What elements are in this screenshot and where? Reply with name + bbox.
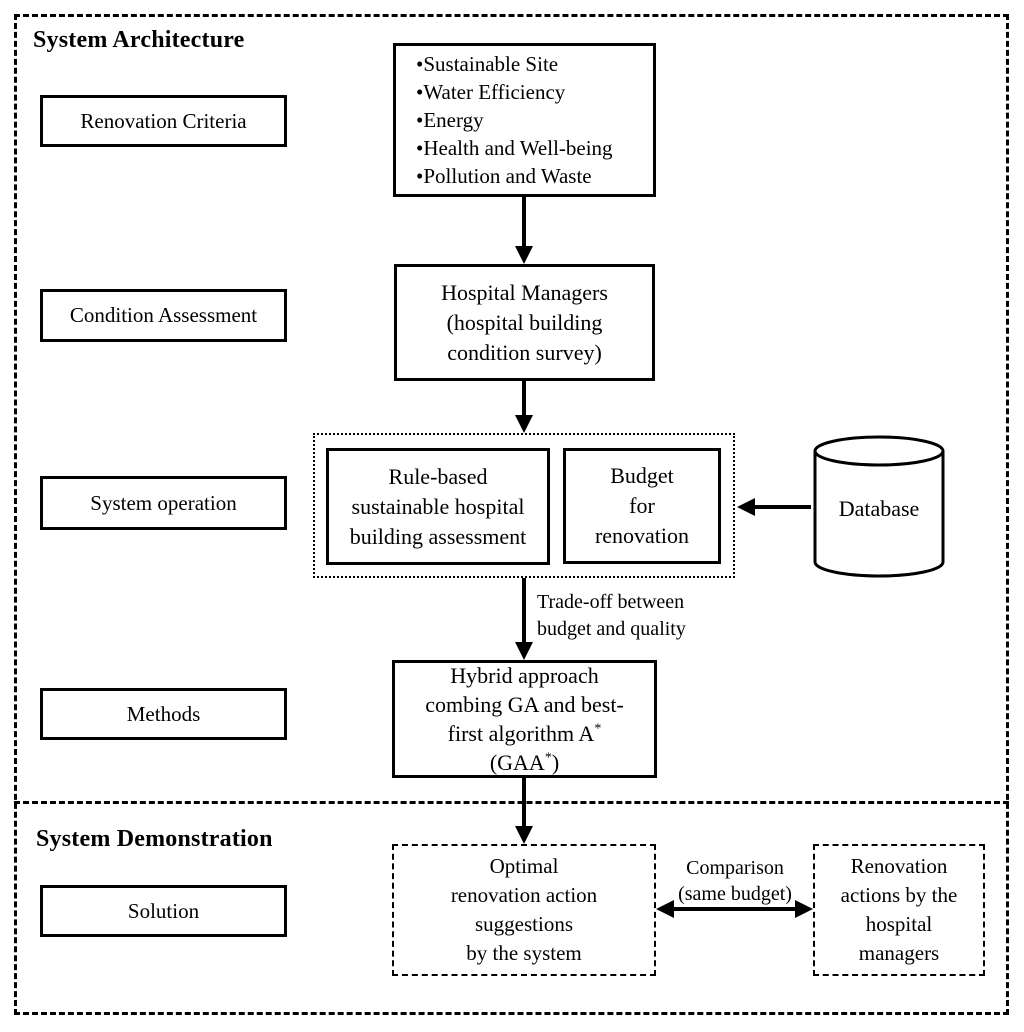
criteria-item-text: Health and Well-being: [423, 136, 613, 160]
tradeoff-label-line: budget and quality: [537, 618, 686, 640]
optimal-suggestions-line: suggestions: [474, 912, 573, 936]
label-box-renovation-criteria: Renovation Criteria: [40, 95, 287, 147]
section-title-demonstration: System Demonstration: [36, 826, 273, 852]
optimal-suggestions-box: Optimal renovation action suggestions by…: [392, 844, 656, 976]
hybrid-method-line-text: (GAA: [489, 750, 545, 775]
managers-actions-box: Renovation actions by the hospital manag…: [813, 844, 985, 976]
rule-based-line: building assessment: [349, 523, 527, 549]
comparison-label-line: (same budget): [678, 883, 792, 905]
criteria-item: •Health and Well-being: [416, 134, 653, 162]
hybrid-method-line: Hybrid approach: [450, 663, 599, 688]
hybrid-method-box: Hybrid approach combing GA and best- fir…: [392, 660, 657, 778]
rule-based-line: sustainable hospital: [351, 493, 525, 519]
comparison-arrow-label: Comparison (same budget): [650, 855, 820, 907]
budget-line: renovation: [594, 523, 690, 548]
label-box-condition-assessment: Condition Assessment: [40, 289, 287, 342]
hospital-managers-line: (hospital building: [446, 309, 603, 335]
criteria-item-text: Sustainable Site: [423, 52, 559, 76]
bullet-glyph: •: [416, 136, 424, 160]
criteria-list-box: •Sustainable Site •Water Efficiency •Ene…: [393, 43, 656, 197]
criteria-item-text: Water Efficiency: [423, 80, 566, 104]
label-condition-assessment: Condition Assessment: [69, 303, 258, 327]
optimal-suggestions-line: by the system: [466, 941, 582, 965]
criteria-item-text: Pollution and Waste: [423, 164, 592, 188]
label-solution: Solution: [127, 898, 200, 923]
label-methods: Methods: [126, 701, 201, 726]
hospital-managers-line: condition survey): [447, 339, 602, 365]
criteria-item: •Energy: [416, 106, 653, 134]
managers-actions-line: managers: [858, 941, 940, 965]
hospital-managers-line: Hospital Managers: [441, 279, 608, 305]
bullet-glyph: •: [416, 52, 424, 76]
hybrid-method-line: first algorithm A*: [448, 719, 602, 748]
outer-dashed-frame: [14, 14, 1009, 1015]
hospital-managers-box: Hospital Managers (hospital building con…: [394, 264, 655, 381]
managers-actions-line: Renovation: [850, 854, 948, 878]
criteria-item: •Pollution and Waste: [416, 162, 653, 190]
label-box-methods: Methods: [40, 688, 287, 740]
bullet-glyph: •: [416, 164, 424, 188]
label-system-operation: System operation: [90, 490, 237, 515]
optimal-suggestions-line: renovation action: [450, 883, 598, 907]
rule-based-line: Rule-based: [388, 463, 488, 489]
hybrid-method-line-text: first algorithm A: [447, 721, 595, 746]
asterisk-superscript: *: [544, 750, 552, 766]
budget-box: Budget for renovation: [563, 448, 721, 564]
asterisk-superscript: *: [594, 721, 602, 737]
tradeoff-label-line: Trade-off between: [537, 591, 685, 613]
database-cylinder-icon: [813, 435, 945, 578]
budget-line: for: [629, 493, 655, 518]
comparison-label-line: Comparison: [686, 857, 784, 879]
managers-actions-line: actions by the: [840, 883, 958, 907]
criteria-item: •Water Efficiency: [416, 78, 653, 106]
tradeoff-arrow-label: Trade-off between budget and quality: [537, 589, 686, 643]
label-box-solution: Solution: [40, 885, 287, 937]
hybrid-method-line-text: ): [551, 750, 560, 775]
bullet-glyph: •: [416, 80, 424, 104]
managers-actions-line: hospital: [865, 912, 933, 936]
optimal-suggestions-line: Optimal: [489, 854, 559, 878]
rule-based-assessment-box: Rule-based sustainable hospital building…: [326, 448, 550, 565]
criteria-item-text: Energy: [423, 108, 484, 132]
database-label: Database: [838, 496, 920, 521]
label-box-system-operation: System operation: [40, 476, 287, 530]
budget-line: Budget: [610, 463, 674, 488]
criteria-item: •Sustainable Site: [416, 50, 653, 78]
bullet-glyph: •: [416, 108, 424, 132]
hybrid-method-line: combing GA and best-: [425, 692, 624, 717]
label-renovation-criteria: Renovation Criteria: [80, 108, 247, 133]
section-title-architecture: System Architecture: [33, 27, 245, 53]
section-divider-dashed-line: [14, 801, 1009, 804]
hybrid-method-line: (GAA*): [490, 748, 559, 777]
